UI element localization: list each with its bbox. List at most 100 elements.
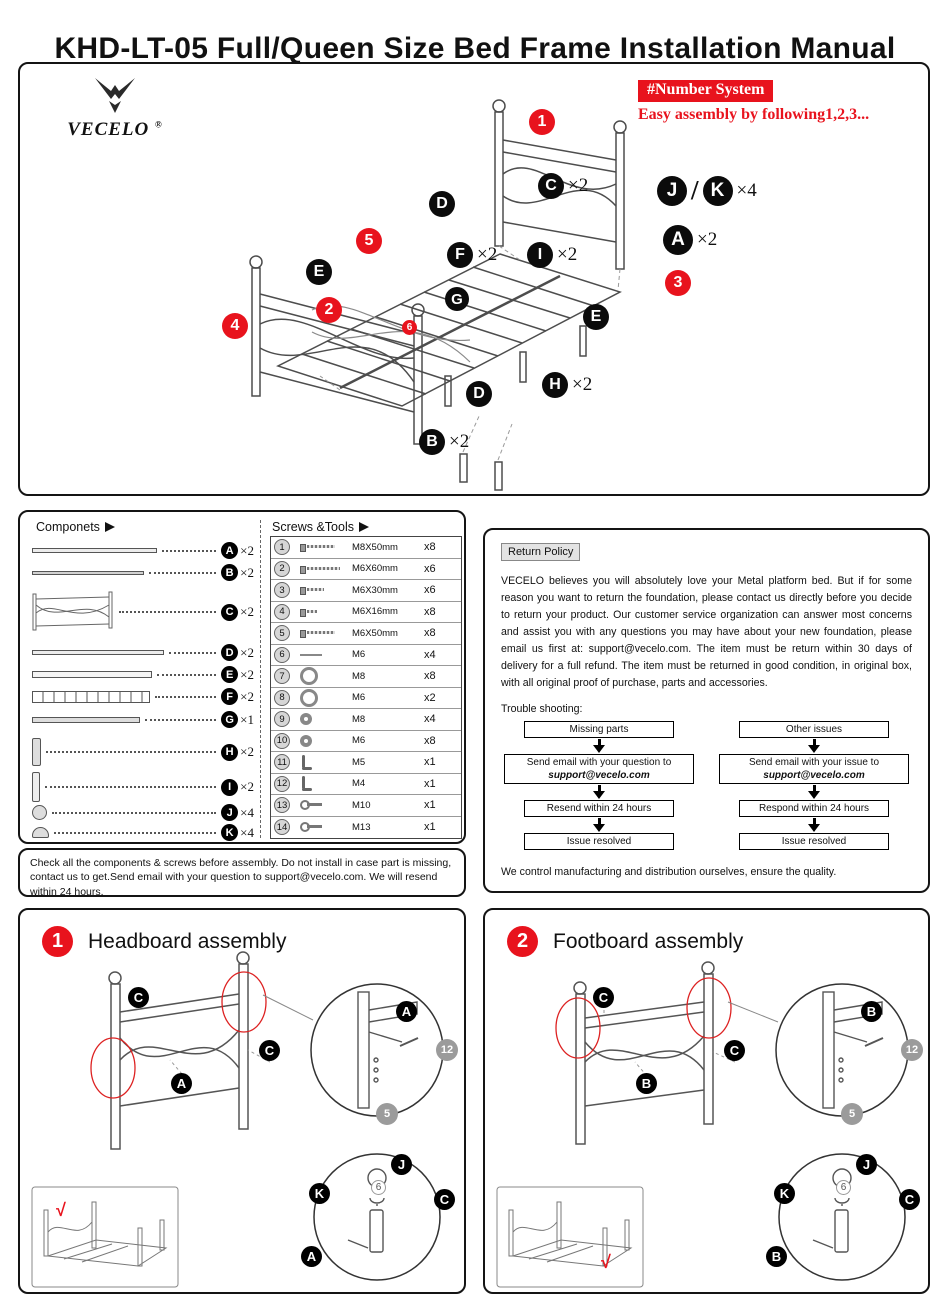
part-letter-badge: B — [221, 564, 239, 581]
components-screws-box: Componets Screws &Tools A×2 B×2 C×2 D×2 … — [18, 510, 466, 844]
part-letter-badge: C — [221, 603, 239, 621]
step-circle: 2 — [507, 926, 538, 957]
screw-size: M4 — [352, 778, 366, 790]
step-number: 6 — [402, 320, 417, 335]
screw-ref-12: 12 — [436, 1039, 458, 1061]
part-qty: ×2 — [240, 604, 254, 619]
part-qty: ×4 — [240, 804, 254, 820]
screw-number-badge: 6 — [274, 646, 290, 663]
part-callout-g: G — [445, 287, 469, 311]
step-number: 4 — [222, 313, 248, 339]
part-qty: ×1 — [240, 711, 254, 727]
washer-icon — [300, 667, 318, 686]
arrow-stem — [812, 738, 816, 745]
screw-size: M6X16mm — [352, 606, 398, 618]
rail-part-icon — [32, 548, 157, 553]
step-callout-1: 1 — [529, 109, 555, 135]
allen-key-icon — [300, 776, 314, 792]
leader-dots — [119, 611, 217, 613]
washer-icon — [300, 688, 318, 707]
step-number: 1 — [529, 109, 555, 135]
screw-size: M6X50mm — [352, 627, 398, 639]
screw-number-badge: 12 — [274, 775, 290, 792]
part-qty: ×2 — [572, 374, 593, 395]
part-callout-c: C×2 — [538, 173, 588, 199]
brand-name: VECELO ® — [50, 119, 180, 141]
part-letter-badge: H — [221, 743, 239, 761]
screw-qty: x2 — [424, 691, 436, 704]
part-label-c: C — [593, 987, 614, 1008]
part-letter-badge: B — [419, 429, 445, 455]
flow-action-email: support@vecelo.com — [763, 769, 865, 781]
arrow-head — [808, 823, 820, 832]
screw-qty: x1 — [424, 777, 436, 790]
screw-number-badge: 1 — [274, 539, 290, 556]
nut-icon — [300, 713, 312, 726]
part-letter-badge: K — [221, 824, 239, 841]
step-circle: 1 — [42, 926, 73, 957]
flow-other-issues: Other issues Send email with your issue … — [718, 720, 910, 850]
arrow-head — [593, 790, 605, 799]
part-letter-badge: I — [221, 778, 239, 796]
return-policy-body: VECELO believes you will absolutely love… — [501, 575, 912, 689]
arrow-stem — [812, 784, 816, 791]
wrench-icon — [300, 822, 326, 833]
leader-dots — [46, 751, 217, 753]
leg-part-icon — [32, 738, 41, 766]
part-letter-badge: G — [445, 287, 469, 311]
part-callout-i: I×2 — [527, 242, 577, 268]
screw-ref-6: 6 — [836, 1180, 851, 1195]
part-callout-b: B×2 — [419, 429, 469, 455]
down-arrow-icon — [593, 817, 605, 832]
leader-dots — [145, 718, 217, 721]
part-letter-badge: E — [221, 666, 239, 683]
rail-part-icon — [32, 716, 140, 723]
component-row-c: C×2 — [32, 590, 254, 634]
components-section-header: Componets — [36, 520, 115, 534]
part-letter-badge: K — [702, 175, 733, 206]
part-letter-badge: F — [221, 688, 239, 705]
part-qty: ×4 — [240, 824, 254, 840]
rail-part-icon — [32, 671, 152, 678]
screw-number-badge: 8 — [274, 689, 290, 706]
component-row-a: A×2 — [32, 542, 254, 559]
screw-number-badge: 13 — [274, 797, 290, 814]
part-qty: ×2 — [557, 244, 578, 265]
screw-ref-5: 5 — [841, 1103, 863, 1125]
allen-key-icon — [300, 754, 314, 770]
screw-size: M6X30mm — [352, 584, 398, 596]
screw-number-badge: 11 — [274, 754, 290, 771]
part-callout-d-top: D — [429, 191, 455, 217]
overview-diagram-box: VECELO ® #Number System Easy assembly by… — [18, 62, 930, 496]
step-callout-6: 6 — [402, 320, 417, 335]
screw-number-badge: 4 — [274, 603, 290, 620]
leader-dots — [157, 673, 217, 676]
component-row-e: E×2 — [32, 666, 254, 683]
part-letter-badge: E — [583, 304, 609, 330]
part-letter-badge: D — [466, 381, 492, 407]
right-arrow-icon — [358, 522, 369, 532]
down-arrow-icon — [808, 784, 820, 799]
vecelo-bird-icon — [95, 78, 135, 113]
footboard-assembly-diagram — [496, 961, 909, 1288]
leader-dots — [149, 571, 217, 574]
screw-qty: x1 — [424, 756, 436, 769]
screw-qty: x8 — [424, 734, 436, 747]
leader-dots — [155, 695, 217, 698]
return-policy-label: Return Policy — [501, 543, 581, 561]
part-label-k: K — [309, 1183, 330, 1204]
component-row-k: K×4 — [32, 824, 254, 841]
arrow-stem — [597, 738, 601, 745]
part-qty: ×2 — [240, 666, 254, 682]
part-qty: ×2 — [240, 744, 254, 759]
part-label-b: B — [861, 1001, 882, 1022]
step-callout-4: 4 — [222, 313, 248, 339]
flow-action-email: support@vecelo.com — [548, 769, 650, 781]
